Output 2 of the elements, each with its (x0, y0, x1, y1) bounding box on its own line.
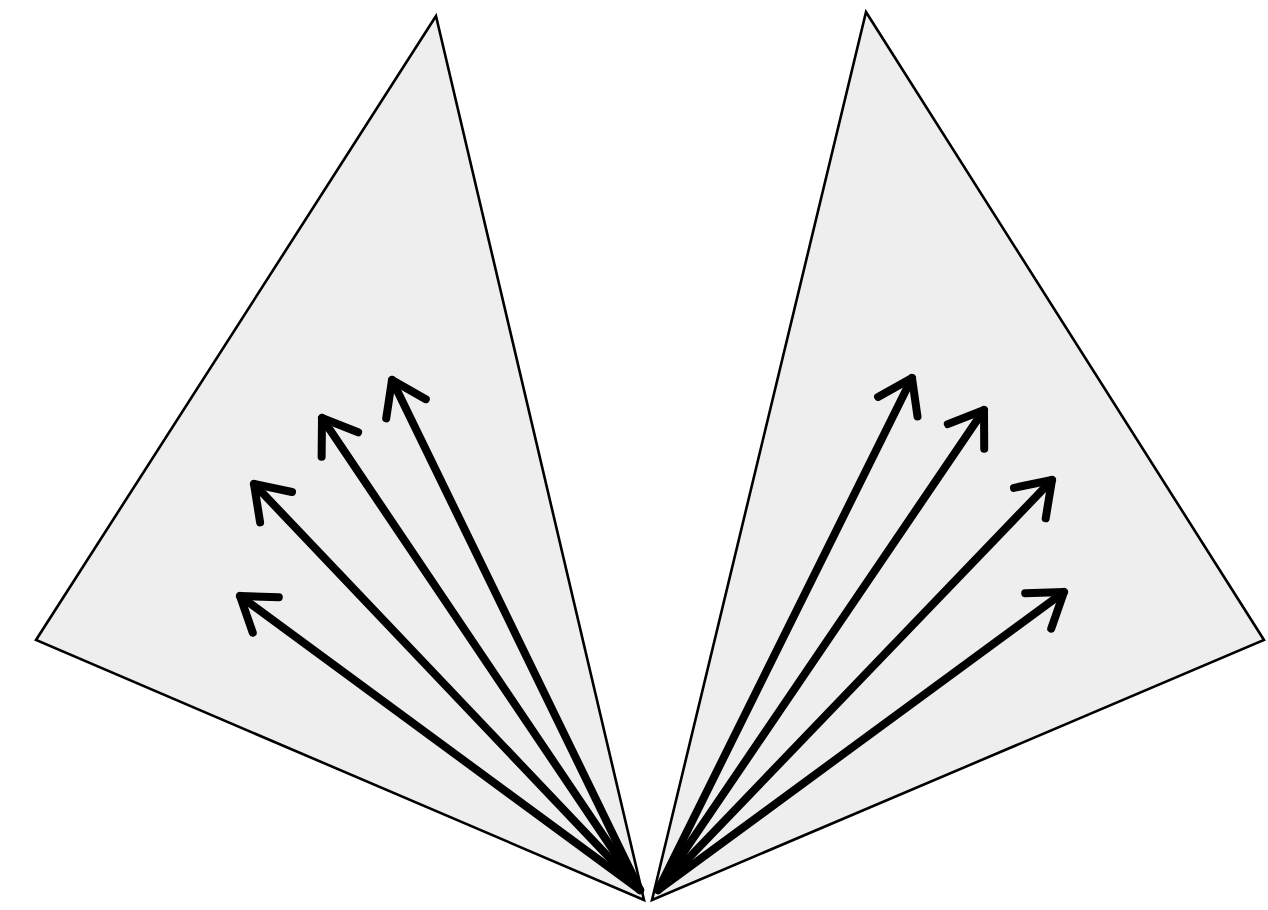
triangle-shape (34, 12, 646, 903)
triangle-shape (650, 8, 1266, 903)
